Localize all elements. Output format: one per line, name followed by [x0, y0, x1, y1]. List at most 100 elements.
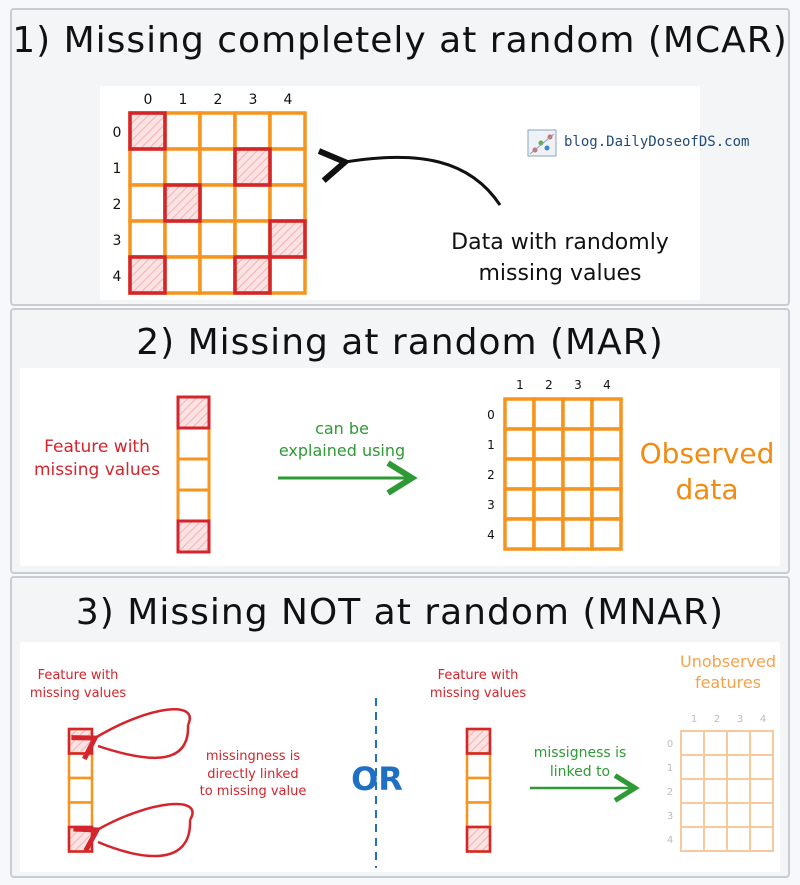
grid-cell [198, 147, 237, 187]
grid-cell [465, 752, 492, 780]
grid-cell [726, 754, 751, 780]
mnar-loop-tail-bottom [97, 819, 192, 858]
missing-cell-outline [128, 255, 167, 295]
grid-cell [703, 778, 728, 804]
mar-arrow-label-line2: explained using [278, 440, 406, 460]
mnar-right-feature-label-line2: missing values [429, 685, 527, 701]
missing-cell [465, 825, 492, 853]
grid-cell [198, 111, 237, 151]
grid-cell [128, 219, 167, 259]
mcar-row-label: 3 [113, 233, 122, 249]
missing-cell [163, 183, 202, 223]
grid-cell [703, 802, 728, 828]
grid-cell [532, 517, 565, 551]
grid-cell [532, 397, 565, 431]
mnar-right-feature-label-line1: Feature with [437, 668, 519, 683]
mnar-left-feature-label-line1: Feature with [37, 668, 119, 683]
mnar-col-label: 3 [737, 714, 743, 725]
mar-arrow-label-line1: can be [315, 419, 369, 438]
missing-cell [233, 147, 272, 187]
mnar-row-label: 1 [667, 763, 673, 774]
grid-cell [590, 487, 623, 521]
grid-cell [163, 255, 202, 295]
grid-cell [561, 487, 594, 521]
grid-cell [726, 802, 751, 828]
mar-arrow-label: can be explained using [262, 418, 422, 461]
mcar-title: 1) Missing completely at random (MCAR) [12, 20, 788, 61]
grid-cell [703, 826, 728, 852]
grid-cell [67, 776, 94, 804]
mnar-left-note-line2: directly linked [207, 766, 299, 782]
missing-cell-outline [128, 111, 167, 151]
unobserved-label: Unobserved features [668, 652, 788, 694]
mcar-col-label: 3 [249, 92, 258, 108]
mcar-col-label: 1 [179, 92, 188, 108]
mcar-annotation-line1: Data with randomly [451, 230, 669, 255]
mnar-right-feature-label: Feature with missing values [418, 667, 538, 702]
mnar-right-feature-column [465, 727, 492, 853]
grid-cell [465, 801, 492, 829]
grid-cell [67, 752, 94, 780]
mar-row-label: 4 [487, 528, 495, 542]
mnar-arrow-label: missigness is linked to [520, 744, 640, 782]
grid-cell [680, 826, 705, 852]
mnar-left-feature-column [67, 727, 94, 853]
mar-feature-label-line2: missing values [34, 459, 160, 480]
missing-cell [176, 519, 211, 554]
missing-cell [67, 727, 94, 755]
grid-cell [67, 801, 94, 829]
grid-cell [532, 457, 565, 491]
mnar-left-feature-label-line2: missing values [29, 685, 127, 701]
missing-cell [233, 255, 272, 295]
missing-cell-outline [465, 727, 492, 755]
mar-col-label: 4 [603, 378, 611, 392]
mar-row-label: 0 [487, 408, 495, 422]
grid-cell [268, 147, 307, 187]
grid-cell [268, 111, 307, 151]
mar-col-label: 3 [574, 378, 582, 392]
grid-cell [532, 427, 565, 461]
missing-cell [67, 825, 94, 853]
grid-cell [128, 183, 167, 223]
or-text: OR [351, 760, 403, 798]
missing-cell-outline [176, 395, 211, 430]
mar-row-label: 3 [487, 498, 495, 512]
grid-cell [561, 427, 594, 461]
mar-col-label: 2 [545, 378, 553, 392]
missing-cell-outline [233, 147, 272, 187]
mcar-annotation-line2: missing values [478, 260, 642, 286]
grid-cell [503, 517, 536, 551]
grid-cell [680, 778, 705, 804]
observed-label: Observed data [632, 436, 782, 509]
mnar-left-feature-label: Feature with missing values [18, 667, 138, 702]
mnar-row-label: 4 [667, 835, 673, 846]
mcar-row-label: 2 [113, 197, 122, 213]
mnar-col-label: 1 [691, 714, 697, 725]
grid-cell [590, 517, 623, 551]
mcar-col-label: 4 [284, 92, 293, 108]
mnar-title: 3) Missing NOT at random (MNAR) [75, 592, 725, 633]
mcar-row-label: 1 [113, 161, 122, 177]
mar-feature-label: Feature with missing values [22, 436, 172, 482]
grid-cell [163, 219, 202, 259]
grid-cell [590, 397, 623, 431]
grid-cell [233, 219, 272, 259]
mnar-loop-arrow-bottom [73, 802, 194, 852]
grid-cell [749, 826, 774, 852]
grid-cell [726, 730, 751, 756]
grid-cell [749, 802, 774, 828]
missing-cell [128, 255, 167, 295]
grid-cell [561, 457, 594, 491]
watermark-text: blog.DailyDoseofDS.com [564, 134, 750, 150]
grid-cell [503, 487, 536, 521]
mar-col-label: 1 [516, 378, 524, 392]
grid-cell [680, 754, 705, 780]
grid-cell [503, 427, 536, 461]
missing-cell [465, 727, 492, 755]
grid-cell [561, 397, 594, 431]
grid-cell [176, 488, 211, 523]
mnar-loop-arrow-top [71, 707, 191, 761]
mcar-row-label: 4 [113, 269, 122, 285]
missing-cell-outline [465, 825, 492, 853]
